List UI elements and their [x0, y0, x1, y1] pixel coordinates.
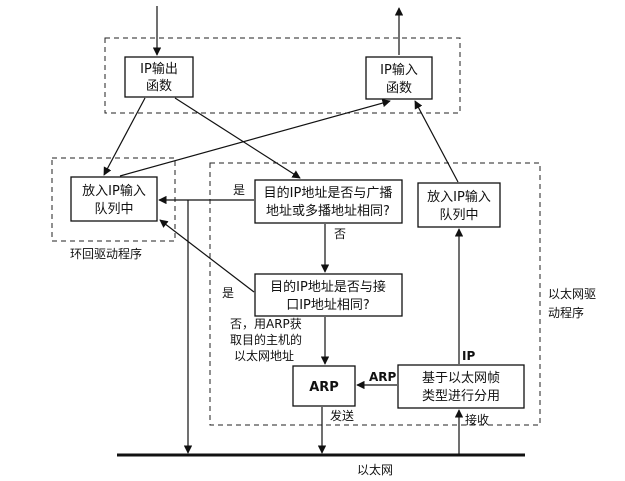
interface-check-box — [254, 273, 403, 317]
loopback-queue-label-1: 放入IP输入 — [82, 183, 146, 199]
arrow-output-to-loop-queue — [103, 97, 146, 176]
ip-output-box — [124, 56, 194, 98]
ip-output-label-1: IP输出 — [140, 61, 178, 77]
arrow-yes-iface-to-loop — [159, 219, 255, 293]
loopback-queue-label-2: 队列中 — [94, 202, 133, 217]
arp-box-label: ARP — [309, 380, 339, 395]
ip-input-label-2: 函数 — [386, 81, 412, 96]
ip-input-box — [365, 56, 433, 100]
demux-label-2: 类型进行分用 — [422, 389, 500, 404]
send-label: 发送 — [330, 408, 354, 423]
ip-edge-label: IP — [462, 349, 475, 363]
no-arp-label-2: 取目的主机的 — [230, 332, 302, 347]
interface-check-label-2: 口IP地址相同? — [286, 298, 370, 313]
ethernet-queue-box — [417, 182, 501, 228]
no-arp-label-1: 否，用ARP获 — [230, 317, 302, 331]
arrow-output-to-broadcast-check — [174, 97, 301, 179]
ip-input-label-1: IP输入 — [380, 62, 418, 78]
no-label-broadcast: 否 — [334, 227, 346, 241]
ip-output-label-2: 函数 — [146, 79, 172, 94]
arp-edge-label: ARP — [369, 370, 397, 384]
ethernet-label: 以太网 — [357, 462, 393, 477]
yes-label-interface: 是 — [222, 286, 234, 300]
arp-box — [292, 365, 356, 407]
broadcast-check-label-1: 目的IP地址是否与广播 — [264, 185, 393, 201]
yes-label-broadcast: 是 — [233, 183, 245, 197]
demux-box — [397, 364, 525, 409]
loopback-queue-box — [70, 176, 158, 222]
ethernet-driver-group — [209, 162, 541, 426]
no-arp-label-3: 以太网地址 — [234, 348, 294, 363]
demux-label-1: 基于以太网帧 — [422, 371, 500, 386]
broadcast-check-box — [254, 179, 403, 224]
ethernet-queue-label-1: 放入IP输入 — [427, 189, 491, 205]
ip-layer-group — [104, 37, 461, 114]
interface-check-label-1: 目的IP地址是否与接 — [270, 279, 386, 295]
ethernet-driver-label-1: 以太网驱 — [548, 286, 596, 301]
arrow-eth-queue-to-ip-input — [414, 100, 459, 183]
broadcast-check-label-2: 地址或多播地址相同? — [266, 203, 390, 219]
ethernet-queue-label-2: 队列中 — [439, 208, 478, 223]
loopback-driver-label: 环回驱动程序 — [70, 246, 142, 261]
receive-label: 接收 — [465, 412, 489, 427]
arrow-loop-queue-to-ip-input — [119, 98, 391, 177]
ethernet-driver-label-2: 动程序 — [548, 305, 584, 320]
